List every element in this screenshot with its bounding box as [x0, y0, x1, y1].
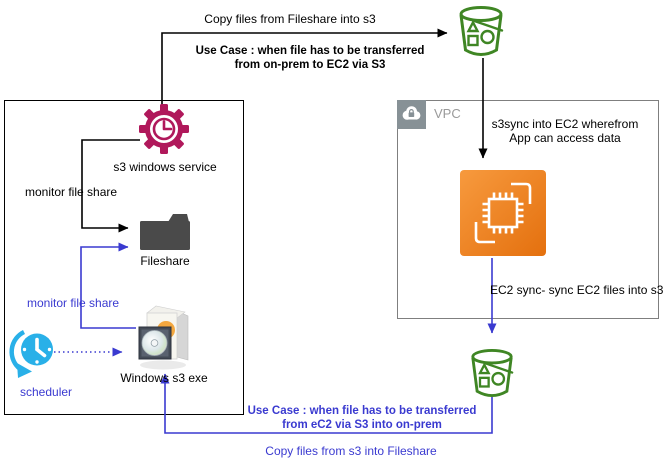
annotation-use-case-top: Use Case : when file has to be transferr…	[195, 45, 425, 71]
annotation-use-case-bottom: Use Case : when file has to be transferr…	[247, 405, 477, 431]
windows-service-label: s3 windows service	[113, 160, 217, 174]
on-prem-group-box	[4, 100, 244, 415]
installer-box-cd-icon	[138, 305, 189, 370]
vpc-group-box	[397, 100, 659, 319]
gear-clock-icon	[139, 104, 189, 154]
scheduler-label: scheduler	[20, 385, 73, 399]
vpc-cloud-lock-icon	[402, 106, 421, 120]
ec2-chip-icon	[460, 170, 546, 256]
annotation-monitor-file-share-top: monitor file share	[25, 185, 118, 199]
annotation-monitor-file-share-bottom: monitor file share	[27, 296, 120, 310]
windows-s3-exe-label: Windows s3 exe	[120, 371, 208, 385]
annotation-copy-to-s3: Copy files from Fileshare into s3	[204, 12, 376, 26]
annotation-ec2-sync: EC2 sync- sync EC2 files into s3	[490, 283, 664, 297]
vpc-label: VPC	[434, 106, 461, 121]
folder-icon	[140, 214, 190, 250]
s3-bucket-icon	[459, 6, 504, 56]
clock-refresh-icon	[9, 329, 53, 378]
vpc-badge	[397, 100, 426, 129]
fileshare-label: Fileshare	[140, 254, 190, 268]
annotation-s3sync: s3sync into EC2 wherefrom App can access…	[491, 117, 639, 145]
annotation-copy-from-s3: Copy files from s3 into Fileshare	[265, 444, 437, 458]
s3-bucket-icon	[471, 349, 514, 398]
